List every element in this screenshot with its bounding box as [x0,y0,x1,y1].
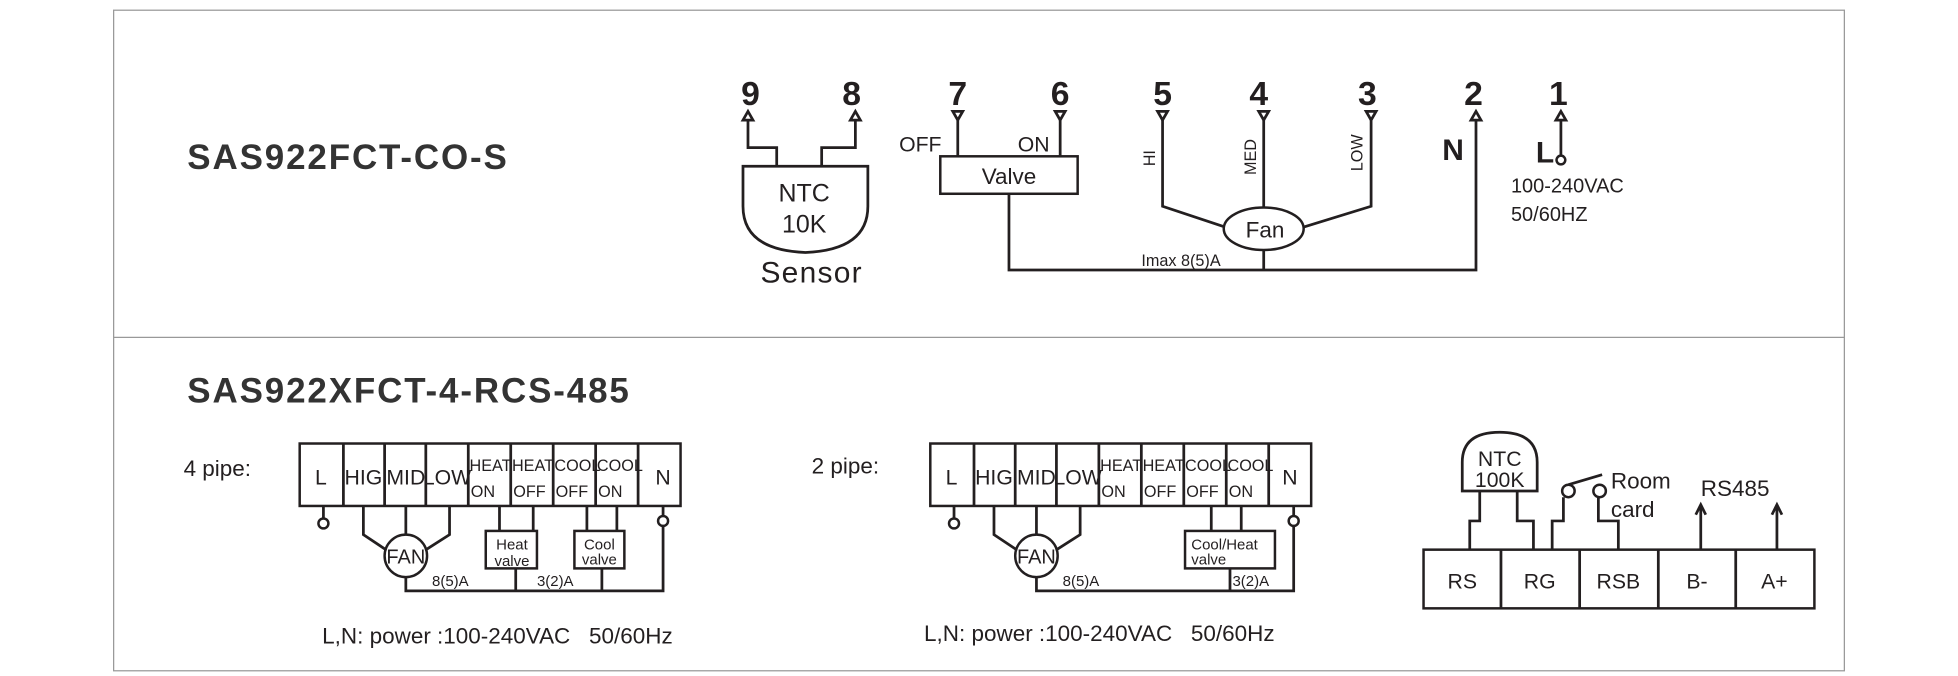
cell-rs: RS [1448,570,1477,593]
cell-cool-on-top: COOL [597,457,643,475]
model-title-bottom: SAS922XFCT-4-RCS-485 [187,371,630,410]
valve-label: Valve [982,164,1037,189]
cell-low: LOW [423,467,471,490]
cell-heat-off-top: HEAT [512,457,554,475]
cell-low: LOW [1053,467,1101,490]
cell-cool-on-top: COOL [1227,457,1273,475]
sensor-10k-label: 10K [782,210,827,238]
sensor-label: Sensor [760,256,862,289]
rs485-terminal-block: NTC 100K Room card RS485 RS RG RSB B- A+ [1422,430,1816,610]
ntc-100k-label: NTC [1478,448,1522,471]
fan-label: Fan [1246,217,1285,242]
four-pipe-label: 4 pipe: [184,456,251,481]
cell-l: L [946,467,958,490]
cell-l: L [315,467,327,490]
cell-hig: HIG [975,467,1013,490]
cell-cool-off-top: COOL [1185,457,1231,475]
rating-3-2a: 3(2)A [1232,573,1269,590]
valve-off-label: OFF [899,133,941,156]
power-voltage: 100-240VAC [1511,176,1624,198]
two-pipe-diagram: 2 pipe: L HIG MID LOW HEAT ON HEAT OFF C… [812,442,1313,646]
terminal-5: 5 [1153,75,1172,113]
cell-cool-on-bottom: ON [1229,483,1253,501]
cell-heat-on-top: HEAT [1100,457,1142,475]
cell-a-plus: A+ [1761,570,1788,593]
heat-valve-label: Heat [496,537,528,554]
power-frequency: 50/60HZ [1511,204,1588,226]
fan-2pipe-label: FAN [1017,546,1056,568]
cool-valve-label-2: valve [582,552,617,569]
cool-heat-valve-label-2: valve [1191,552,1226,569]
cell-heat-off-top: HEAT [1143,457,1185,475]
terminal-3: 3 [1358,75,1377,113]
cell-heat-on-bottom: ON [471,483,495,501]
cell-heat-off-bottom: OFF [1144,483,1177,501]
terminal-1: 1 [1549,75,1568,113]
cell-rsb: RSB [1597,570,1641,593]
cell-heat-on-bottom: ON [1101,483,1125,501]
terminal-6: 6 [1051,75,1070,113]
cell-mid: MID [1017,467,1056,490]
cell-cool-off-bottom: OFF [1186,483,1219,501]
live-label: L [1536,137,1554,170]
two-pipe-power: L,N: power :100-240VAC 50/60Hz [924,621,1275,646]
cell-heat-off-bottom: OFF [513,483,546,501]
fan: Fan HI MED LOW Imax 8(5)A [1141,109,1378,270]
four-pipe-power: L,N: power :100-240VAC 50/60Hz [322,623,673,648]
valve: Valve OFF ON [899,109,1483,272]
two-pipe-label: 2 pipe: [812,453,879,478]
terminal-7: 7 [948,75,967,113]
cell-rg: RG [1524,570,1556,593]
cell-cool-off-bottom: OFF [556,483,589,501]
rating-8-5a: 8(5)A [1063,573,1100,590]
outer-frame [113,9,1845,672]
valve-on-label: ON [1018,133,1050,156]
neutral-label: N [1442,134,1464,167]
terminal-8: 8 [842,75,861,113]
cell-n: N [655,467,670,490]
cool-valve-label: Cool [584,537,615,554]
rating-3-2a: 3(2)A [537,573,574,590]
rating-8-5a: 8(5)A [432,573,469,590]
terminal-2: 2 [1464,75,1483,113]
room-card-label: Room [1611,468,1671,493]
rs485-label: RS485 [1701,476,1770,501]
cell-cool-off-top: COOL [554,457,600,475]
cell-cool-on-bottom: ON [598,483,622,501]
room-card-label-2: card [1611,497,1655,522]
imax-label: Imax 8(5)A [1141,252,1220,270]
cell-mid: MID [386,467,425,490]
sensor-ntc-label: NTC [779,179,830,207]
fan-med-label: MED [1242,139,1260,175]
terminal-numbers: 9 8 7 6 5 4 3 2 1 [741,75,1568,113]
model-title-top: SAS922FCT-CO-S [187,138,508,177]
cell-heat-on-top: HEAT [470,457,512,475]
fan-hi-label: HI [1141,150,1159,166]
fan-4pipe-label: FAN [386,546,425,568]
heat-valve-label-2: valve [495,553,530,570]
terminal-9: 9 [741,75,760,113]
terminal-4: 4 [1249,75,1268,113]
cool-heat-valve-label: Cool/Heat [1191,537,1258,554]
fan-low-label: LOW [1348,134,1366,172]
top-section: SAS922FCT-CO-S 9 8 7 6 5 4 3 2 1 NTC 10K… [187,75,1624,289]
cell-hig: HIG [345,467,383,490]
ntc-sensor: NTC 10K Sensor [741,109,870,289]
live-terminal: L 100-240VAC 50/60HZ [1511,109,1624,226]
cell-b-minus: B- [1686,570,1707,593]
cell-n: N [1282,467,1297,490]
ntc-100k-value: 100K [1475,469,1525,492]
four-pipe-diagram: 4 pipe: L HIG MID LOW HEAT ON HEAT OFF C… [184,442,682,648]
